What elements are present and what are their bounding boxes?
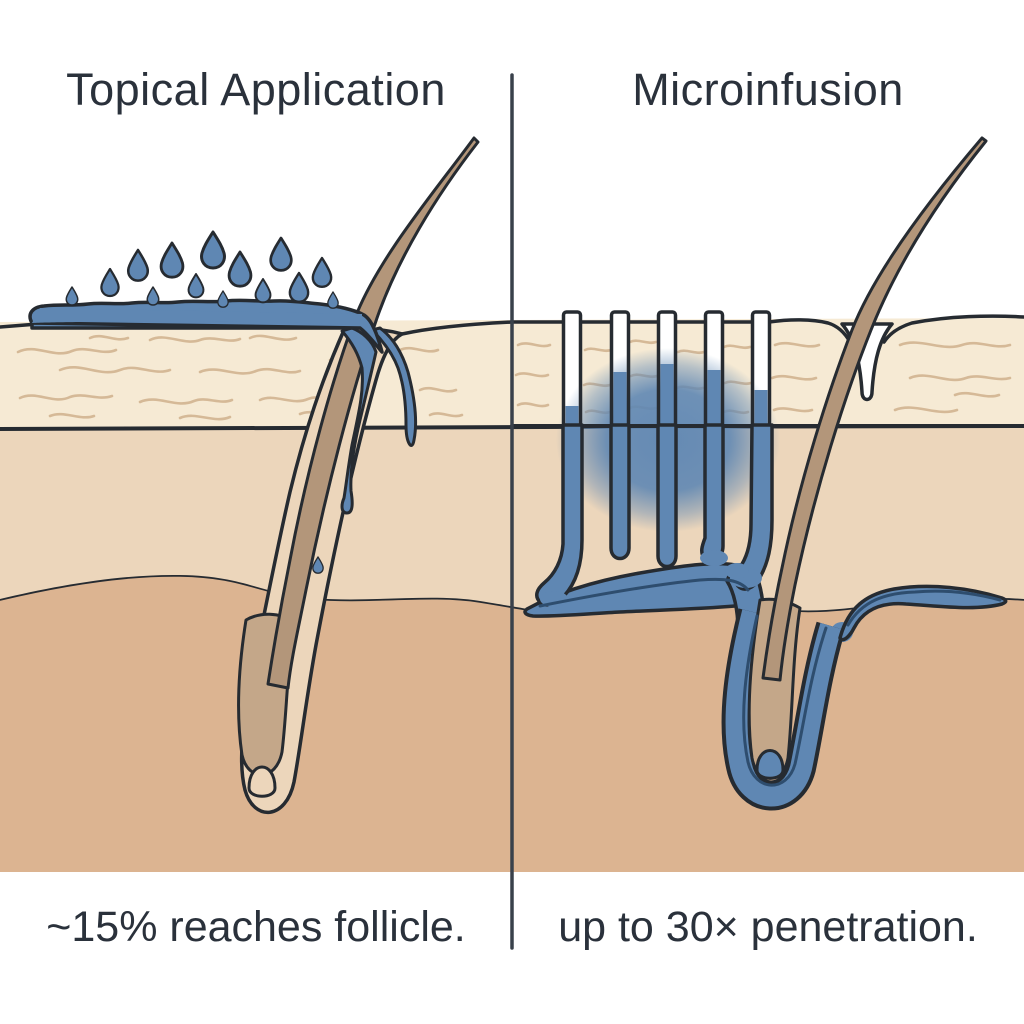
right-follicle-bulb <box>747 597 802 780</box>
microchannel <box>535 423 584 607</box>
droplet-icon <box>217 290 229 308</box>
microchannel-fluid-columns <box>565 364 768 426</box>
droplet-icon <box>327 291 339 309</box>
droplet-icon <box>100 267 120 298</box>
droplet-icon <box>200 230 226 270</box>
droplet-icon <box>288 271 310 303</box>
left-panel-title: Topical Application <box>66 64 446 115</box>
microchannel <box>700 423 725 564</box>
droplet-icon <box>254 278 272 304</box>
droplet-icon <box>146 286 160 306</box>
topical-dribble-outer <box>370 326 418 447</box>
microchannel <box>656 423 678 569</box>
left-dermal-papilla <box>247 765 277 798</box>
microchannels <box>535 423 774 607</box>
droplet-icon <box>187 273 205 299</box>
microchannel <box>609 423 631 561</box>
left-skin-surface-line-right <box>400 320 514 336</box>
topical-panel-art <box>0 136 514 815</box>
droplet-icon <box>227 250 253 288</box>
right-dermal-papilla <box>755 749 785 780</box>
droplet-icon <box>311 256 333 288</box>
droplet-icon <box>65 286 79 306</box>
sheath-inner-line <box>742 614 828 787</box>
epidermis-block-top-lines <box>510 314 1024 344</box>
right-hair-shaft <box>761 136 988 682</box>
band-inner-line <box>846 589 1002 627</box>
microinfusion-panel-art <box>510 136 1024 811</box>
right-panel-caption: up to 30× penetration. <box>558 903 978 951</box>
left-panel-caption: ~15% reaches follicle. <box>46 903 466 951</box>
droplet-icon <box>269 236 293 272</box>
follicle-sheath-fluid <box>725 609 842 807</box>
topical-film-body <box>32 308 362 325</box>
lateral-fluid-band <box>838 584 1008 642</box>
pool-inner-line <box>538 577 750 608</box>
topical-droplets <box>65 230 339 309</box>
droplet-icon <box>159 241 185 279</box>
topical-dribble-follicle <box>340 326 378 515</box>
droplet-icon <box>127 248 149 282</box>
right-panel-title: Microinfusion <box>632 64 904 115</box>
